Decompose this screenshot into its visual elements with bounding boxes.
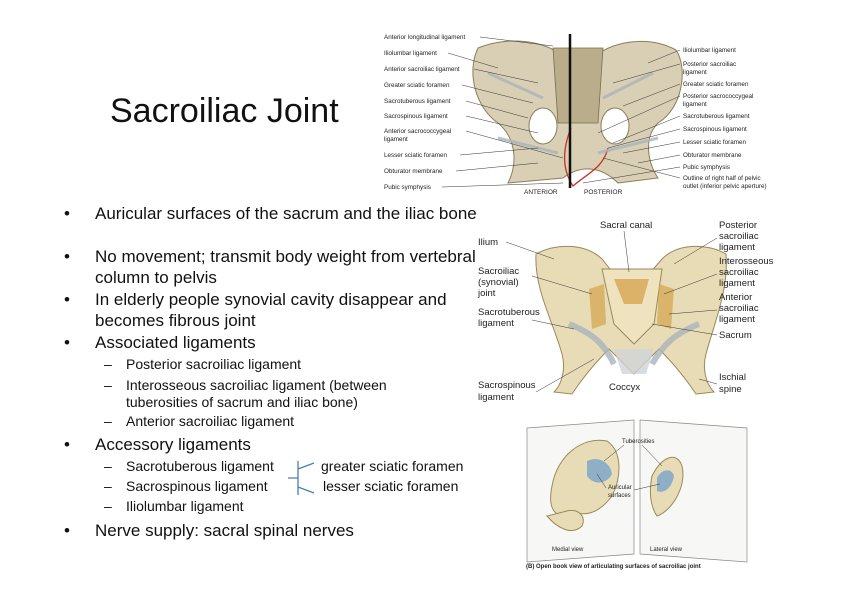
right-label-2: ligament <box>683 69 707 76</box>
right-label-11: Outline of right half of pelvic <box>683 175 761 182</box>
right-label-4: Posterior sacrococcygeal <box>683 93 753 100</box>
cross-section-leader-lines <box>505 230 718 393</box>
label-ischial-2: spine <box>719 384 742 395</box>
cross-section-labels: Sacral canal Ilium Sacroiliac (synovial)… <box>477 220 774 403</box>
label-sacrotuberous-2: ligament <box>478 318 514 329</box>
right-label-3: Greater sciatic foramen <box>683 81 749 88</box>
label-sacrum: Sacrum <box>719 330 752 341</box>
right-label-12: outlet (inferior pelvic aperture) <box>683 183 767 190</box>
bullet-text: Accessory ligaments <box>95 435 251 454</box>
label-tuberosities: Tuberosities <box>622 439 654 445</box>
bullet-dot: • <box>64 204 70 223</box>
bullet-text: No movement; transmit body weight from v… <box>95 247 476 287</box>
label-interosseous-2: sacroiliac <box>719 267 759 278</box>
accessory-note-text: lesser sciatic foramen <box>323 478 459 494</box>
label-ischial-1: Ischial <box>719 372 746 383</box>
label-coccyx: Coccyx <box>609 382 640 393</box>
bullet-dot: • <box>64 247 70 266</box>
left-label-group: Anterior longitudinal ligament Iliolumba… <box>384 34 465 191</box>
left-label-8: Lesser sciatic foramen <box>384 152 447 159</box>
open-book-figure: Tuberosities Auricular surfaces Medial v… <box>526 419 748 570</box>
label-posterior-1: Posterior <box>719 220 757 231</box>
right-label-group: Iliolumbar ligament Posterior sacroiliac… <box>683 47 767 190</box>
label-sacroiliac-1: Sacroiliac <box>478 266 519 277</box>
left-label-10: Pubic symphysis <box>384 184 431 191</box>
sub-bullet-text: Interosseous sacroiliac ligament (betwee… <box>126 377 387 410</box>
right-leader-lines <box>582 49 681 184</box>
left-label-7: ligament <box>384 136 408 143</box>
label-anterior-3: ligament <box>719 314 755 325</box>
bracket-connector <box>288 461 315 495</box>
view-posterior-label: POSTERIOR <box>584 189 623 196</box>
label-sacrospinous-1: Sacrospinous <box>478 380 536 391</box>
right-label-8: Lesser sciatic foramen <box>683 139 746 146</box>
bullet-text: Auricular surfaces of the sacrum and the… <box>95 204 477 223</box>
accessory-note: greater sciatic foramen <box>321 458 463 475</box>
sub-bullet-dash: – <box>104 498 112 514</box>
label-sacroiliac-2: (synovial) <box>478 277 519 288</box>
sub-bullet-dash: – <box>104 413 112 429</box>
left-leader-lines <box>441 36 564 188</box>
accessory-note: lesser sciatic foramen <box>323 478 458 495</box>
label-sacroiliac-3: joint <box>477 288 496 299</box>
left-label-6: Anterior sacrococcygeal <box>384 128 451 135</box>
slide-title: Sacroiliac Joint <box>110 92 339 130</box>
pelvis-ligaments-figure: Anterior longitudinal ligament Iliolumba… <box>358 28 788 200</box>
label-anterior-2: sacroiliac <box>719 303 759 314</box>
cross-section-illustration <box>535 245 727 395</box>
sacroiliac-cross-section-figure: Sacral canal Ilium Sacroiliac (synovial)… <box>477 220 774 403</box>
bullet-dot: • <box>64 290 70 309</box>
sub-bullet-text: Iliolumbar ligament <box>126 498 244 514</box>
left-label-2: Anterior sacroiliac ligament <box>384 66 460 73</box>
sub-bullet-dash: – <box>104 356 112 372</box>
label-auricular-2: surfaces <box>608 493 631 499</box>
bullet-dot: • <box>64 435 70 454</box>
right-label-6: Sacrotuberous ligament <box>683 113 750 120</box>
open-book-leader-lines <box>596 444 663 491</box>
sub-bullet-dash: – <box>104 377 112 393</box>
right-label-10: Pubic symphysis <box>683 164 730 171</box>
label-anterior-1: Anterior <box>719 292 752 303</box>
sub-bullet-text: Sacrotuberous ligament <box>126 458 274 474</box>
label-posterior-3: ligament <box>719 242 755 253</box>
bullet-text: Associated ligaments <box>95 333 256 352</box>
label-posterior-2: sacroiliac <box>719 231 759 242</box>
right-label-0: Iliolumbar ligament <box>683 47 736 54</box>
left-label-5: Sacrospinous ligament <box>384 113 448 120</box>
right-label-5: ligament <box>683 101 707 108</box>
sub-bullet-dash: – <box>104 478 112 494</box>
view-anterior-label: ANTERIOR <box>524 189 558 196</box>
left-label-3: Greater sciatic foramen <box>384 82 450 89</box>
label-interosseous-3: ligament <box>719 278 755 289</box>
open-book-labels: Tuberosities Auricular surfaces Medial v… <box>526 439 701 570</box>
bullet-text: Nerve supply: sacral spinal nerves <box>95 521 354 540</box>
sub-bullet-text: Anterior sacroiliac ligament <box>126 413 295 429</box>
label-sacral-canal: Sacral canal <box>600 220 652 231</box>
left-label-9: Obturator membrane <box>384 168 443 175</box>
left-label-0: Anterior longitudinal ligament <box>384 34 465 41</box>
sub-bullet-dash: – <box>104 458 112 474</box>
bullet-text: In elderly people synovial cavity disapp… <box>95 290 447 330</box>
bullet-dot: • <box>64 521 70 540</box>
sub-bullet-text: Posterior sacroiliac ligament <box>126 356 302 372</box>
sub-bullet-text: Sacrospinous ligament <box>126 478 268 494</box>
right-label-7: Sacrospinous ligament <box>683 126 747 133</box>
accessory-note-text: greater sciatic foramen <box>321 458 464 474</box>
left-label-4: Sacrotuberous ligament <box>384 98 451 105</box>
label-sacrotuberous-1: Sacrotuberous <box>478 307 540 318</box>
right-label-1: Posterior sacroiliac <box>683 61 736 68</box>
label-medial-view: Medial view <box>552 547 584 553</box>
right-label-9: Obturator membrane <box>683 152 742 159</box>
label-interosseous-1: Interosseous <box>719 256 774 267</box>
left-label-1: Iliolumbar ligament <box>384 50 437 57</box>
label-auricular-1: Auricular <box>608 485 632 491</box>
bullet-dot: • <box>64 333 70 352</box>
label-sacrospinous-2: ligament <box>478 392 514 403</box>
figure-caption: (B) Open book view of articulating surfa… <box>526 564 701 570</box>
label-lateral-view: Lateral view <box>650 547 683 553</box>
label-ilium: Ilium <box>478 237 498 248</box>
open-book-illustration <box>526 419 748 563</box>
